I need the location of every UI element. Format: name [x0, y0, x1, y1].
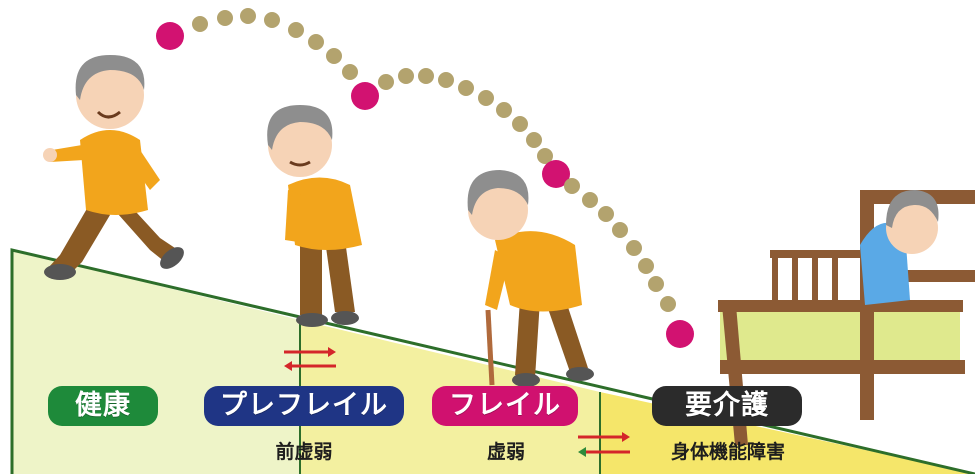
arc-dot — [582, 192, 598, 208]
arc-dot — [564, 178, 580, 194]
arc-dot — [626, 240, 642, 256]
reversible-arrows-icon — [284, 347, 336, 371]
arc-dot — [537, 148, 553, 164]
arc-dot — [526, 132, 542, 148]
arc-dot — [308, 34, 324, 50]
arc-dot — [438, 72, 454, 88]
arc-dot — [342, 64, 358, 80]
arc-dot — [478, 90, 494, 106]
stage-frail-sublabel: 虚弱 — [486, 441, 525, 463]
stage-care-sublabel: 身体機能障害 — [670, 441, 785, 463]
cane-elder-icon — [467, 170, 594, 387]
stage-care-label: 要介護 — [652, 386, 802, 426]
arc-dot — [418, 68, 434, 84]
arc-dot — [458, 80, 474, 96]
arc-dot — [612, 222, 628, 238]
arc-dot — [240, 8, 256, 24]
walking-elder-icon — [43, 55, 184, 280]
arc-dot — [660, 296, 676, 312]
arc-dot — [398, 68, 414, 84]
arc-dot — [264, 12, 280, 28]
bent-elder-icon — [267, 105, 362, 327]
arc-dot — [512, 116, 528, 132]
reversible-arrows-icon — [578, 432, 630, 457]
stage-prefrail-sublabel: 前虚弱 — [275, 441, 333, 463]
arc-accent-dot — [351, 82, 379, 110]
arc-dot — [326, 48, 342, 64]
arc-dot — [638, 258, 654, 274]
arc-accent-dot — [666, 320, 694, 348]
arc-dot — [217, 10, 233, 26]
arc-accent-dot — [542, 160, 570, 188]
arc-dot — [378, 74, 394, 90]
arc-dot — [598, 206, 614, 222]
stage-healthy-label: 健康 — [48, 386, 158, 426]
stage-prefrail-label: プレフレイル — [204, 386, 404, 426]
arc-dot — [496, 102, 512, 118]
decline-arc — [156, 8, 694, 348]
arc-accent-dot — [156, 22, 184, 50]
arc-dot — [192, 16, 208, 32]
arc-dot — [288, 22, 304, 38]
arc-dot — [648, 276, 664, 292]
stage-frail-label: フレイル — [432, 386, 578, 426]
